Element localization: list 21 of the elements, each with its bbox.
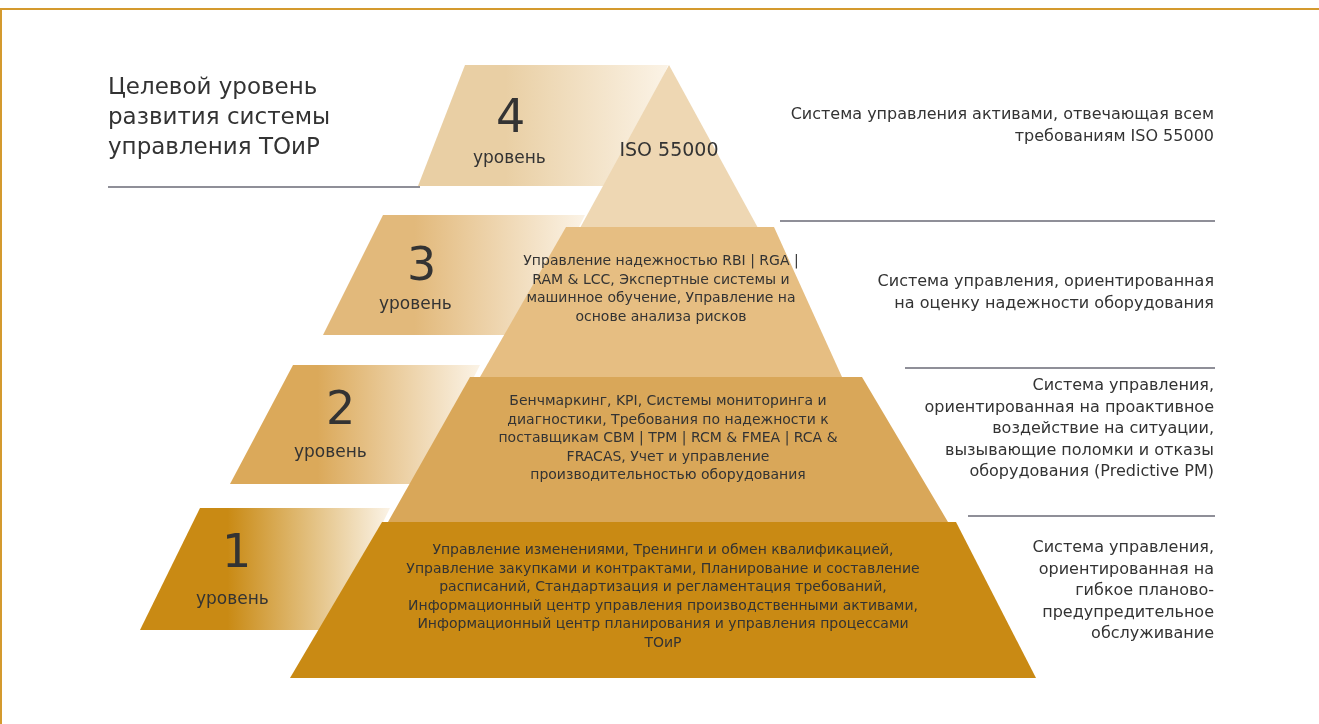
tier-text: ISO 55000 — [618, 137, 720, 162]
tier-text: Управление надежностью RBI | RGA | RAM & LCC, Экспертные системы и машинное обучение, Управление на основе анализа рисков — [522, 251, 800, 326]
tier-text: Управление изменениями, Тренинги и обмен квалификацией, Управление закупками и контрактами, Планирование и составление расписаний, Стандартизация и регламентация требований, Информационный центр управления производственными активами, Информационный центр планирования и управления процессами ТОиР — [405, 540, 921, 652]
pyramid-tier — [580, 65, 758, 228]
level-description: Система управления активами, отвечающая всем требованиям ISO 55000 — [789, 103, 1214, 147]
level-tab — [230, 365, 480, 484]
level-number: 4 — [496, 93, 526, 139]
level-number: 2 — [326, 385, 356, 431]
level-label: уровень — [473, 149, 546, 166]
level-description: Система управления, ориентированная на проактивное воздействие на ситуации, вызывающие поломки и отказы оборудования (Predictive PM) — [923, 374, 1214, 482]
level-description: Система управления, ориентированная на оценку надежности оборудования — [876, 270, 1214, 314]
title: Целевой уровень развития системы управления ТОиР — [108, 72, 332, 161]
level-description: Система управления, ориентированная на гибкое планово-предупредительное обслуживание — [1031, 536, 1214, 644]
level-label: уровень — [294, 443, 367, 460]
level-number: 1 — [222, 528, 252, 574]
level-label: уровень — [379, 295, 452, 312]
pyramid-tier — [480, 227, 842, 377]
level-tab — [140, 508, 390, 630]
level-number: 3 — [407, 241, 437, 287]
level-label: уровень — [196, 590, 269, 607]
tier-text: Бенчмаркинг, KPI, Системы мониторинга и диагностики, Требования по надежности к поставщикам CBM | TPM | RCM & FMEA | RCA & FRACAS, Учет и управление производительностью оборудования — [497, 391, 839, 485]
